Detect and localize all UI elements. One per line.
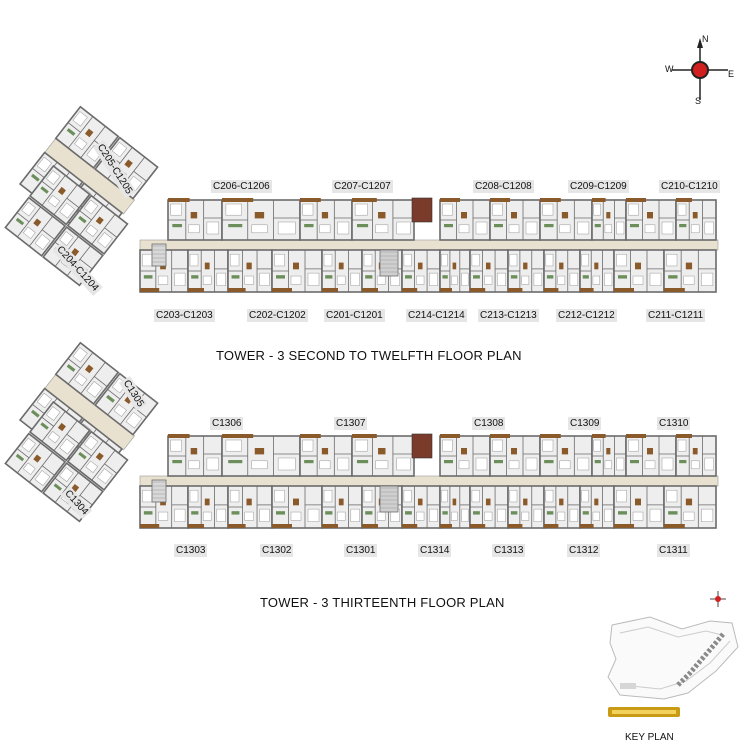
unit-label: C201-C1201 [324,309,385,322]
compass-rose-icon [672,38,728,100]
unit-label: C1313 [492,544,526,557]
plan-title: TOWER - 3 THIRTEENTH FLOOR PLAN [260,595,505,610]
unit-label: C1310 [657,417,691,430]
unit-label: C1314 [418,544,452,557]
unit-label: C1303 [174,544,208,557]
compass-west-label: W [665,64,674,74]
unit-label: C210-C1210 [659,180,720,193]
unit-label: C209-C1209 [568,180,629,193]
unit-label: C1307 [334,417,368,430]
unit-label: C202-C1202 [247,309,308,322]
key-plan-compass-icon [710,591,726,607]
key-plan: KEY PLAN [590,585,750,750]
unit-label: C203-C1203 [154,309,215,322]
unit-label: C1301 [344,544,378,557]
unit-label: C1311 [657,544,690,557]
unit-label: C214-C1214 [406,309,467,322]
floor-plan-lower [4,341,719,529]
unit-label: C208-C1208 [473,180,534,193]
unit-label: C1309 [568,417,602,430]
unit-label: C1312 [567,544,601,557]
compass: N W E S [662,34,742,108]
unit-label: C211-C1211 [646,309,706,322]
compass-south-label: S [695,96,702,106]
unit-label: C207-C1207 [332,180,393,193]
unit-label: C1306 [210,417,244,430]
key-plan-label: KEY PLAN [625,732,674,743]
unit-label: C206-C1206 [211,180,272,193]
plan-title: TOWER - 3 SECOND TO TWELFTH FLOOR PLAN [216,348,522,363]
floor-plan-upper [4,105,719,293]
unit-label: C212-C1212 [556,309,617,322]
unit-label: C213-C1213 [478,309,539,322]
compass-north-label: N [702,34,709,44]
site-key-plan-drawing [607,591,739,717]
unit-label: C1308 [472,417,506,430]
compass-east-label: E [728,69,735,79]
unit-label: C1302 [260,544,294,557]
